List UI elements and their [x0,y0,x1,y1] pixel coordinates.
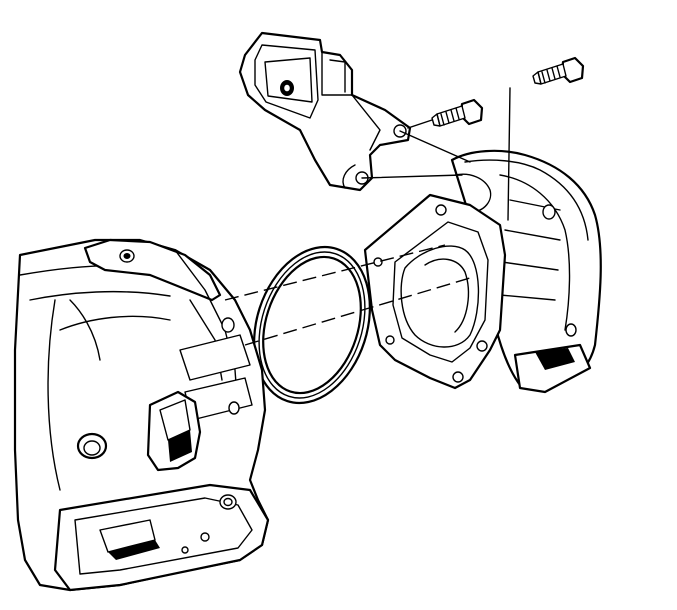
bracket-bolt-lower [431,98,484,127]
mounting-bracket [238,31,412,192]
extension-housing [363,149,602,394]
extension-housing-seal-ring [253,245,371,405]
alignment-lines [224,87,511,346]
transmission-case [13,238,270,592]
bracket-bolt-upper [532,56,585,85]
